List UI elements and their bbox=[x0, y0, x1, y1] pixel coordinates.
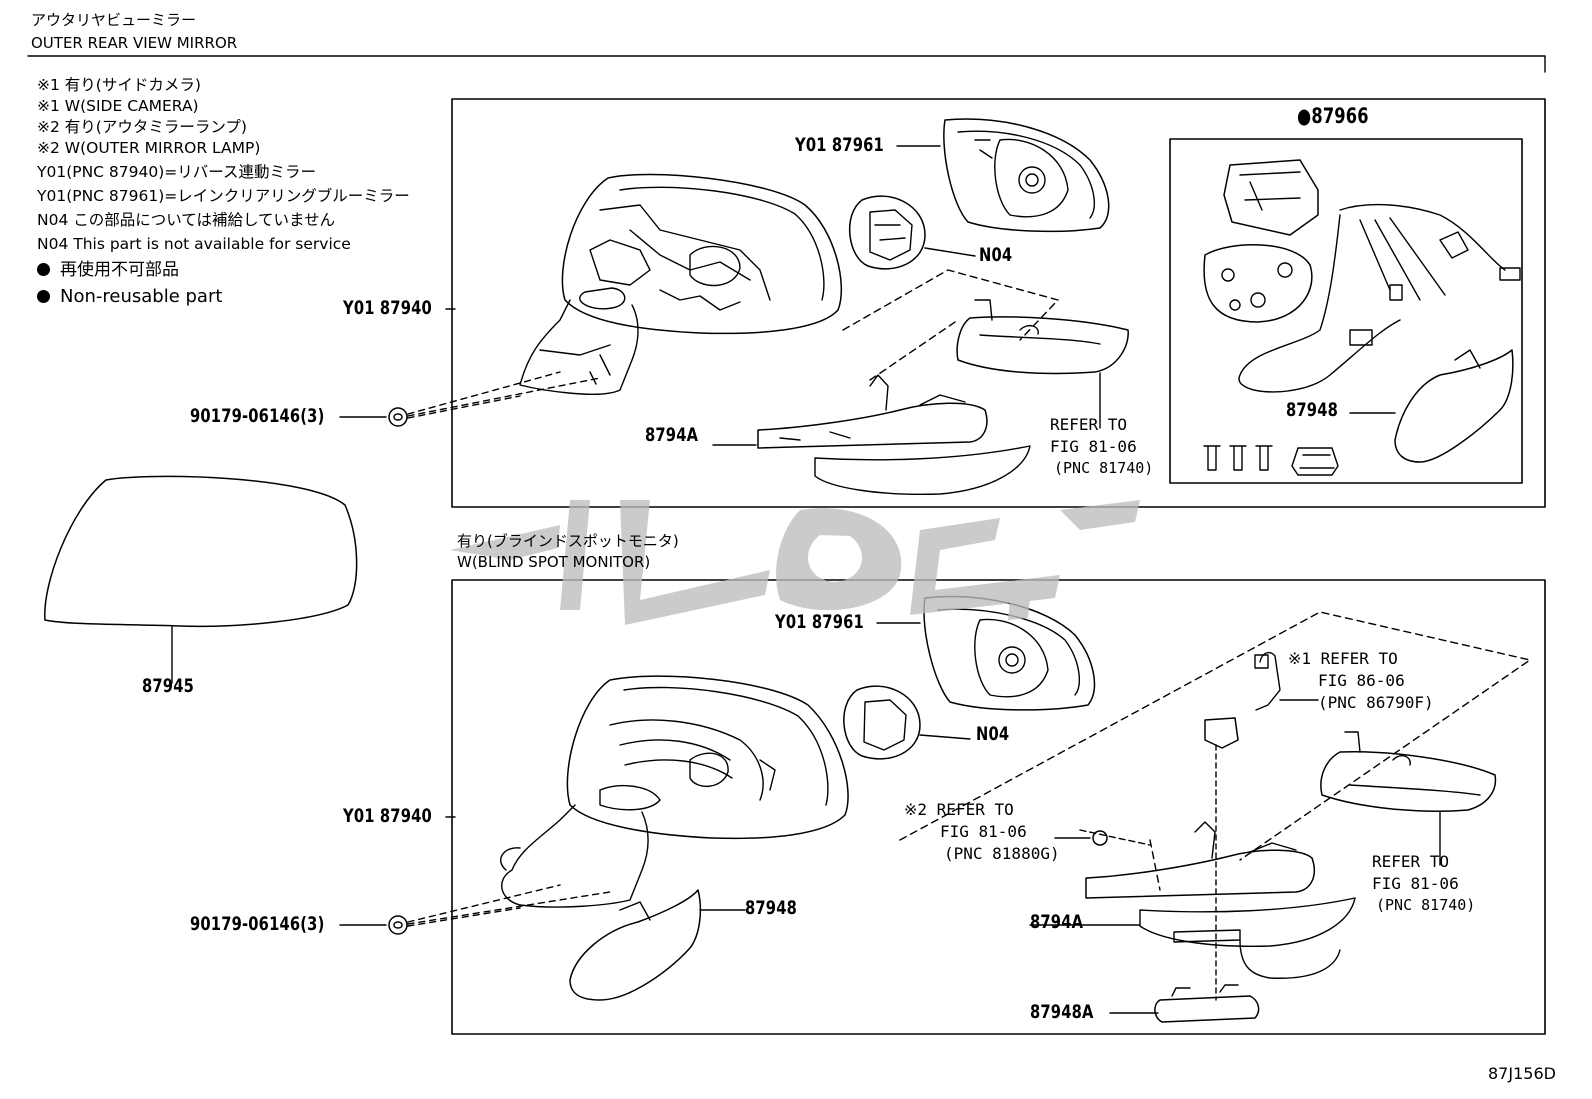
part-label-screw-top: 90179-06146(3) bbox=[190, 405, 325, 427]
refer-turn-bottom: FIG 81-06 bbox=[1372, 874, 1459, 893]
sensor-bracket bbox=[1109, 984, 1260, 1023]
part-label-87966: ●87966 bbox=[1297, 104, 1369, 128]
mirror-glass-top bbox=[896, 118, 1110, 233]
note-line: N04 This part is not available for servi… bbox=[37, 235, 351, 253]
legend-line: Non-reusable part bbox=[37, 288, 222, 306]
part-label-87945: 87945 bbox=[142, 675, 195, 697]
explode-line-top bbox=[842, 269, 1059, 381]
refer-camera: ※1 REFER TO bbox=[1288, 649, 1398, 668]
non-reusable-dot-icon bbox=[37, 263, 50, 276]
note-line: ※2 有り(アウタミラーランプ) bbox=[37, 118, 247, 136]
figure-id: 87J156D bbox=[1488, 1064, 1556, 1083]
mirror-assembly-bottom bbox=[500, 675, 849, 908]
refer-turn-top: REFER TO bbox=[1050, 415, 1128, 434]
note-line: Y01(PNC 87940)=リバース連動ミラー bbox=[37, 163, 316, 181]
note-line: ※2 W(OUTER MIRROR LAMP) bbox=[37, 139, 261, 157]
note-line: ※1 W(SIDE CAMERA) bbox=[37, 97, 199, 115]
refer-turn-bottom: (PNC 81740) bbox=[1376, 896, 1476, 914]
mirror-glass-bottom bbox=[876, 595, 1096, 711]
legend-en: Non-reusable part bbox=[60, 286, 223, 307]
explode-line-bottom bbox=[899, 611, 1531, 891]
mirror-glass-standalone bbox=[44, 475, 358, 684]
note-line: ※1 有り(サイドカメラ) bbox=[37, 76, 201, 94]
part-label-87940-bottom: Y01 87940 bbox=[343, 805, 432, 827]
refer-lamp: (PNC 81880G) bbox=[944, 844, 1060, 863]
actuator-bottom bbox=[843, 685, 971, 760]
bottom-title-en: W(BLIND SPOT MONITOR) bbox=[457, 553, 651, 571]
refer-lamp: FIG 81-06 bbox=[940, 822, 1027, 841]
part-label-n04-bottom: N04 bbox=[976, 723, 1010, 745]
mirror-cover-bottom bbox=[569, 889, 746, 1001]
part-label-87948-top: 87948 bbox=[1286, 399, 1339, 421]
turn-lamp-top bbox=[956, 299, 1129, 375]
part-label-87961-bottom: Y01 87961 bbox=[775, 611, 864, 633]
top-panel-frame bbox=[451, 98, 1546, 508]
part-label-87948-bottom: 87948 bbox=[745, 897, 798, 919]
legend-line: 再使用不可部品 bbox=[37, 262, 179, 279]
legend-jp: 再使用不可部品 bbox=[60, 260, 179, 280]
mirror-lamp bbox=[1092, 830, 1108, 846]
non-reusable-dot-icon bbox=[37, 290, 50, 303]
side-camera bbox=[1204, 651, 1319, 749]
refer-turn-top: FIG 81-06 bbox=[1050, 437, 1137, 456]
refer-lamp: ※2 REFER TO bbox=[904, 800, 1014, 819]
refer-turn-top: (PNC 81740) bbox=[1054, 459, 1154, 477]
part-label-8794a-top: 8794A bbox=[645, 424, 699, 446]
bottom-title-jp: 有り(ブラインドスポットモニタ) bbox=[457, 532, 679, 550]
part-label-8794a-bottom: 8794A bbox=[1030, 911, 1084, 933]
part-label-87948a: 87948A bbox=[1030, 1001, 1094, 1023]
part-label-87961-top: Y01 87961 bbox=[795, 134, 884, 156]
header-bracket bbox=[27, 55, 1546, 73]
kit-frame bbox=[1169, 138, 1523, 484]
title-jp: アウタリヤビューミラー bbox=[31, 11, 197, 29]
part-label-screw-bottom: 90179-06146(3) bbox=[190, 913, 325, 935]
part-label-n04-top: N04 bbox=[979, 244, 1013, 266]
turn-lamp-bottom bbox=[1320, 731, 1497, 866]
refer-turn-bottom: REFER TO bbox=[1372, 852, 1450, 871]
title-en: OUTER REAR VIEW MIRROR bbox=[31, 34, 238, 52]
kit-contents bbox=[1203, 159, 1521, 476]
note-line: Y01(PNC 87961)=レインクリアリングブルーミラー bbox=[37, 187, 410, 205]
mirror-assembly-top bbox=[519, 173, 843, 395]
actuator-top bbox=[848, 195, 976, 270]
refer-camera: (PNC 86790F) bbox=[1318, 693, 1434, 712]
part-label-87940-top: Y01 87940 bbox=[343, 297, 432, 319]
mirror-base-top bbox=[757, 374, 1031, 495]
note-line: N04 この部品については補給していません bbox=[37, 211, 336, 229]
mirror-base-bottom bbox=[1029, 821, 1356, 979]
refer-camera: FIG 86-06 bbox=[1318, 671, 1405, 690]
